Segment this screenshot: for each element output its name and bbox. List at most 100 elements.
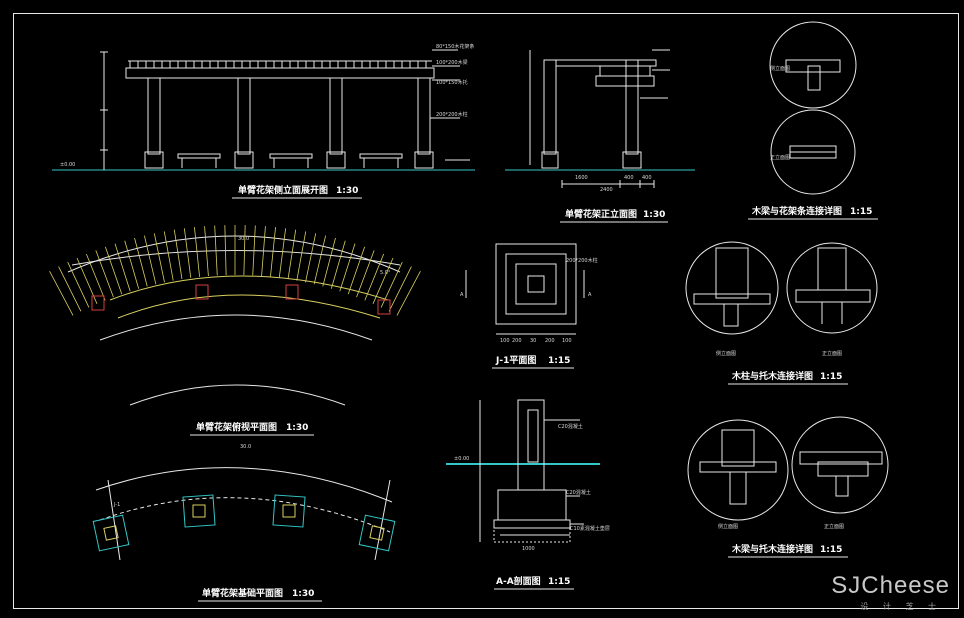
elevation-unfolded	[52, 49, 475, 171]
front-elevation	[505, 49, 695, 188]
lath-line	[372, 257, 394, 304]
lath-line	[243, 225, 246, 276]
lath-line	[278, 228, 287, 278]
label-side-view-2: 侧立面图	[716, 350, 736, 357]
title-column-plan: J-1平面图	[495, 355, 536, 366]
label-front-view: 正立面图	[770, 154, 790, 161]
lath-line	[287, 229, 297, 280]
col-dim-2: 200	[512, 338, 522, 344]
col-dim-4: 200	[545, 338, 555, 344]
lath-line	[296, 231, 307, 281]
watermark-subtitle: 设 计 芝 士	[860, 602, 942, 611]
scale-detail-beam-support: 1:15	[820, 545, 842, 555]
label-side-view: 侧立面图	[770, 65, 790, 72]
lath-line	[95, 250, 114, 298]
label-ground-2: ±0.00	[454, 456, 469, 462]
lath-line	[76, 257, 98, 304]
label-column-plan: 200*200木柱	[566, 257, 598, 264]
label-front-view-2: 正立面图	[822, 350, 842, 357]
label-concrete: C20混凝土	[558, 423, 583, 430]
lath-line	[261, 226, 266, 277]
lath-line	[104, 246, 123, 295]
scale-detail-beam-lath: 1:15	[850, 207, 872, 217]
scale-section-aa: 1:15	[548, 577, 570, 587]
label-column: 200*200木柱	[436, 111, 468, 118]
marker-a-right: A	[588, 292, 592, 298]
watermark-logo: SJCheese	[831, 572, 950, 599]
front-dim-400a: 400	[624, 175, 634, 181]
label-beam: 100*200木梁	[436, 59, 468, 66]
plan-arc	[49, 225, 421, 406]
lath-line	[114, 243, 131, 292]
title-foundation-plan: 单臂花架基础平面图	[202, 587, 283, 599]
drawing-frame	[13, 13, 959, 609]
scale-front-elevation: 1:30	[643, 210, 665, 220]
lath-line	[124, 240, 140, 289]
lath-line	[356, 250, 375, 298]
lath-line	[270, 227, 276, 277]
col-dim-1: 100	[500, 338, 510, 344]
label-cushion: C10素混凝土垫层	[570, 525, 610, 532]
lath-line	[388, 266, 412, 312]
lath-line	[134, 237, 148, 287]
label-side-view-3: 侧立面图	[718, 523, 738, 530]
lath-line	[339, 243, 356, 292]
label-concrete-2: C20混凝土	[566, 489, 591, 496]
title-detail-beam-lath: 木梁与花架条连接详图	[751, 205, 842, 217]
label-ground: ±0.00	[60, 162, 75, 168]
detail-beam-lath	[769, 21, 857, 195]
foundation-arc-dim: 30.0	[240, 444, 251, 450]
lath-line	[85, 253, 106, 301]
title-plan-arc: 单臂花架俯视平面图	[196, 421, 277, 433]
scale-elevation-unfolded: 1:30	[336, 186, 358, 196]
lath-line	[163, 231, 174, 281]
lath-line	[58, 266, 82, 312]
scale-plan-arc: 1:30	[286, 423, 308, 433]
title-front-elevation: 单臂花架正立面图	[565, 208, 637, 220]
col-dim-3: 30	[530, 338, 536, 344]
detail-beam-support	[687, 416, 889, 521]
lath-line	[305, 233, 317, 283]
lath-line	[330, 240, 346, 289]
foundation-width: 1000	[522, 546, 535, 552]
title-detail-column-beam: 木柱与托木连接详图	[731, 370, 813, 382]
lath-line	[153, 233, 165, 283]
lath-line	[143, 235, 157, 285]
marker-j1: J-1	[113, 502, 120, 508]
plan-arc-dim: 30.0	[238, 236, 249, 242]
lath-line	[49, 271, 74, 316]
scale-foundation-plan: 1:30	[292, 589, 314, 599]
col-dim-5: 100	[562, 338, 572, 344]
front-dim-400b: 400	[642, 175, 652, 181]
lath-line	[204, 226, 209, 277]
section-aa	[446, 399, 600, 543]
label-support: 100*150木托	[436, 79, 468, 86]
lath-line	[194, 227, 200, 277]
lath-line	[396, 271, 421, 316]
foundation-plan	[92, 467, 396, 561]
lath-line	[347, 246, 366, 295]
detail-column-beam	[685, 241, 878, 335]
label-front-view-3: 正立面图	[824, 523, 844, 530]
scale-column-plan: 1:15	[548, 356, 570, 366]
lath-line	[224, 225, 227, 276]
column-plan	[465, 243, 585, 335]
title-elevation-unfolded: 单臂花架侧立面展开图	[238, 184, 328, 196]
title-detail-beam-support: 木梁与托木连接详图	[731, 543, 813, 555]
lath-line	[252, 225, 256, 276]
front-dim-1600: 1600	[575, 175, 588, 181]
lath-line	[313, 235, 327, 285]
lath-line	[67, 261, 90, 308]
lath-line	[214, 225, 218, 276]
lath-line	[173, 229, 183, 280]
lath-line	[364, 253, 385, 301]
title-section-aa: A-A剖面图	[496, 575, 541, 587]
plan-arc-angle: 5.0°	[380, 270, 391, 276]
lath-line	[183, 228, 192, 278]
marker-a-left: A	[460, 292, 464, 298]
label-lath: 80*150木花架条	[436, 43, 474, 50]
front-dim-total: 2400	[600, 187, 613, 193]
lath-line	[322, 237, 336, 287]
